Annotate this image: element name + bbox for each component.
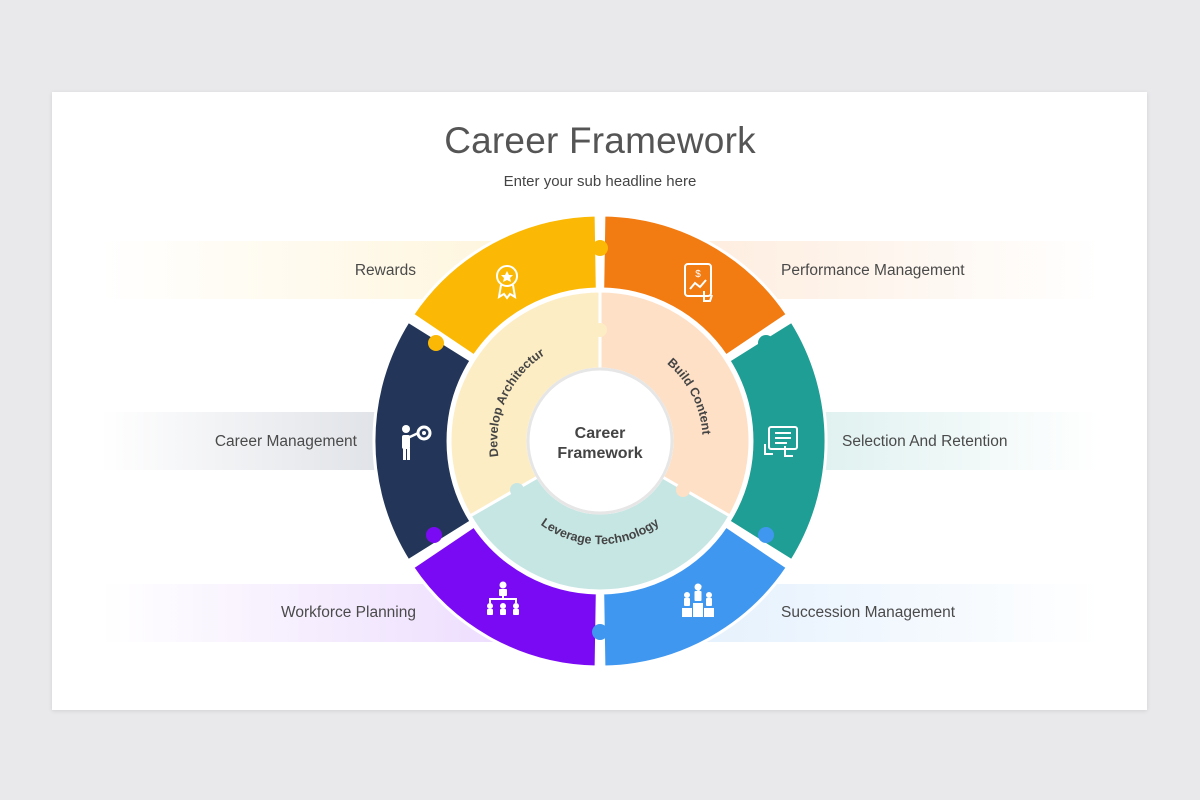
segment-performance-management[interactable] bbox=[601, 213, 789, 358]
label-succession-management: Succession Management bbox=[781, 604, 956, 621]
tablet-touch-icon bbox=[764, 426, 798, 457]
band-selection-retention bbox=[780, 412, 1100, 470]
tablet-chart-icon: $ bbox=[684, 263, 713, 302]
band-career-management bbox=[100, 412, 420, 470]
segment-career-management[interactable] bbox=[372, 319, 473, 563]
svg-text:$: $ bbox=[695, 269, 701, 280]
org-chart-icon bbox=[487, 581, 519, 615]
podium-icon bbox=[682, 583, 714, 617]
center-line-1: Career bbox=[575, 425, 626, 442]
label-rewards: Rewards bbox=[354, 262, 416, 279]
segment-selection-retention[interactable] bbox=[727, 319, 828, 563]
presenter-gear-icon bbox=[402, 425, 432, 460]
center-line-2: Framework bbox=[557, 445, 642, 462]
puzzle-tabs bbox=[426, 240, 774, 640]
segment-workforce-planning[interactable] bbox=[411, 524, 599, 669]
label-selection-retention: Selection And Retention bbox=[842, 433, 1008, 450]
page-subtitle: Enter your sub headline here bbox=[503, 173, 697, 190]
label-career-management: Career Management bbox=[214, 433, 357, 450]
award-medal-icon bbox=[496, 265, 518, 300]
page-title: Career Framework bbox=[444, 120, 756, 161]
inner-puzzle-tabs bbox=[510, 323, 690, 497]
label-workforce-planning: Workforce Planning bbox=[281, 604, 416, 621]
center-circle bbox=[526, 367, 674, 515]
label-performance-management: Performance Management bbox=[781, 262, 965, 279]
